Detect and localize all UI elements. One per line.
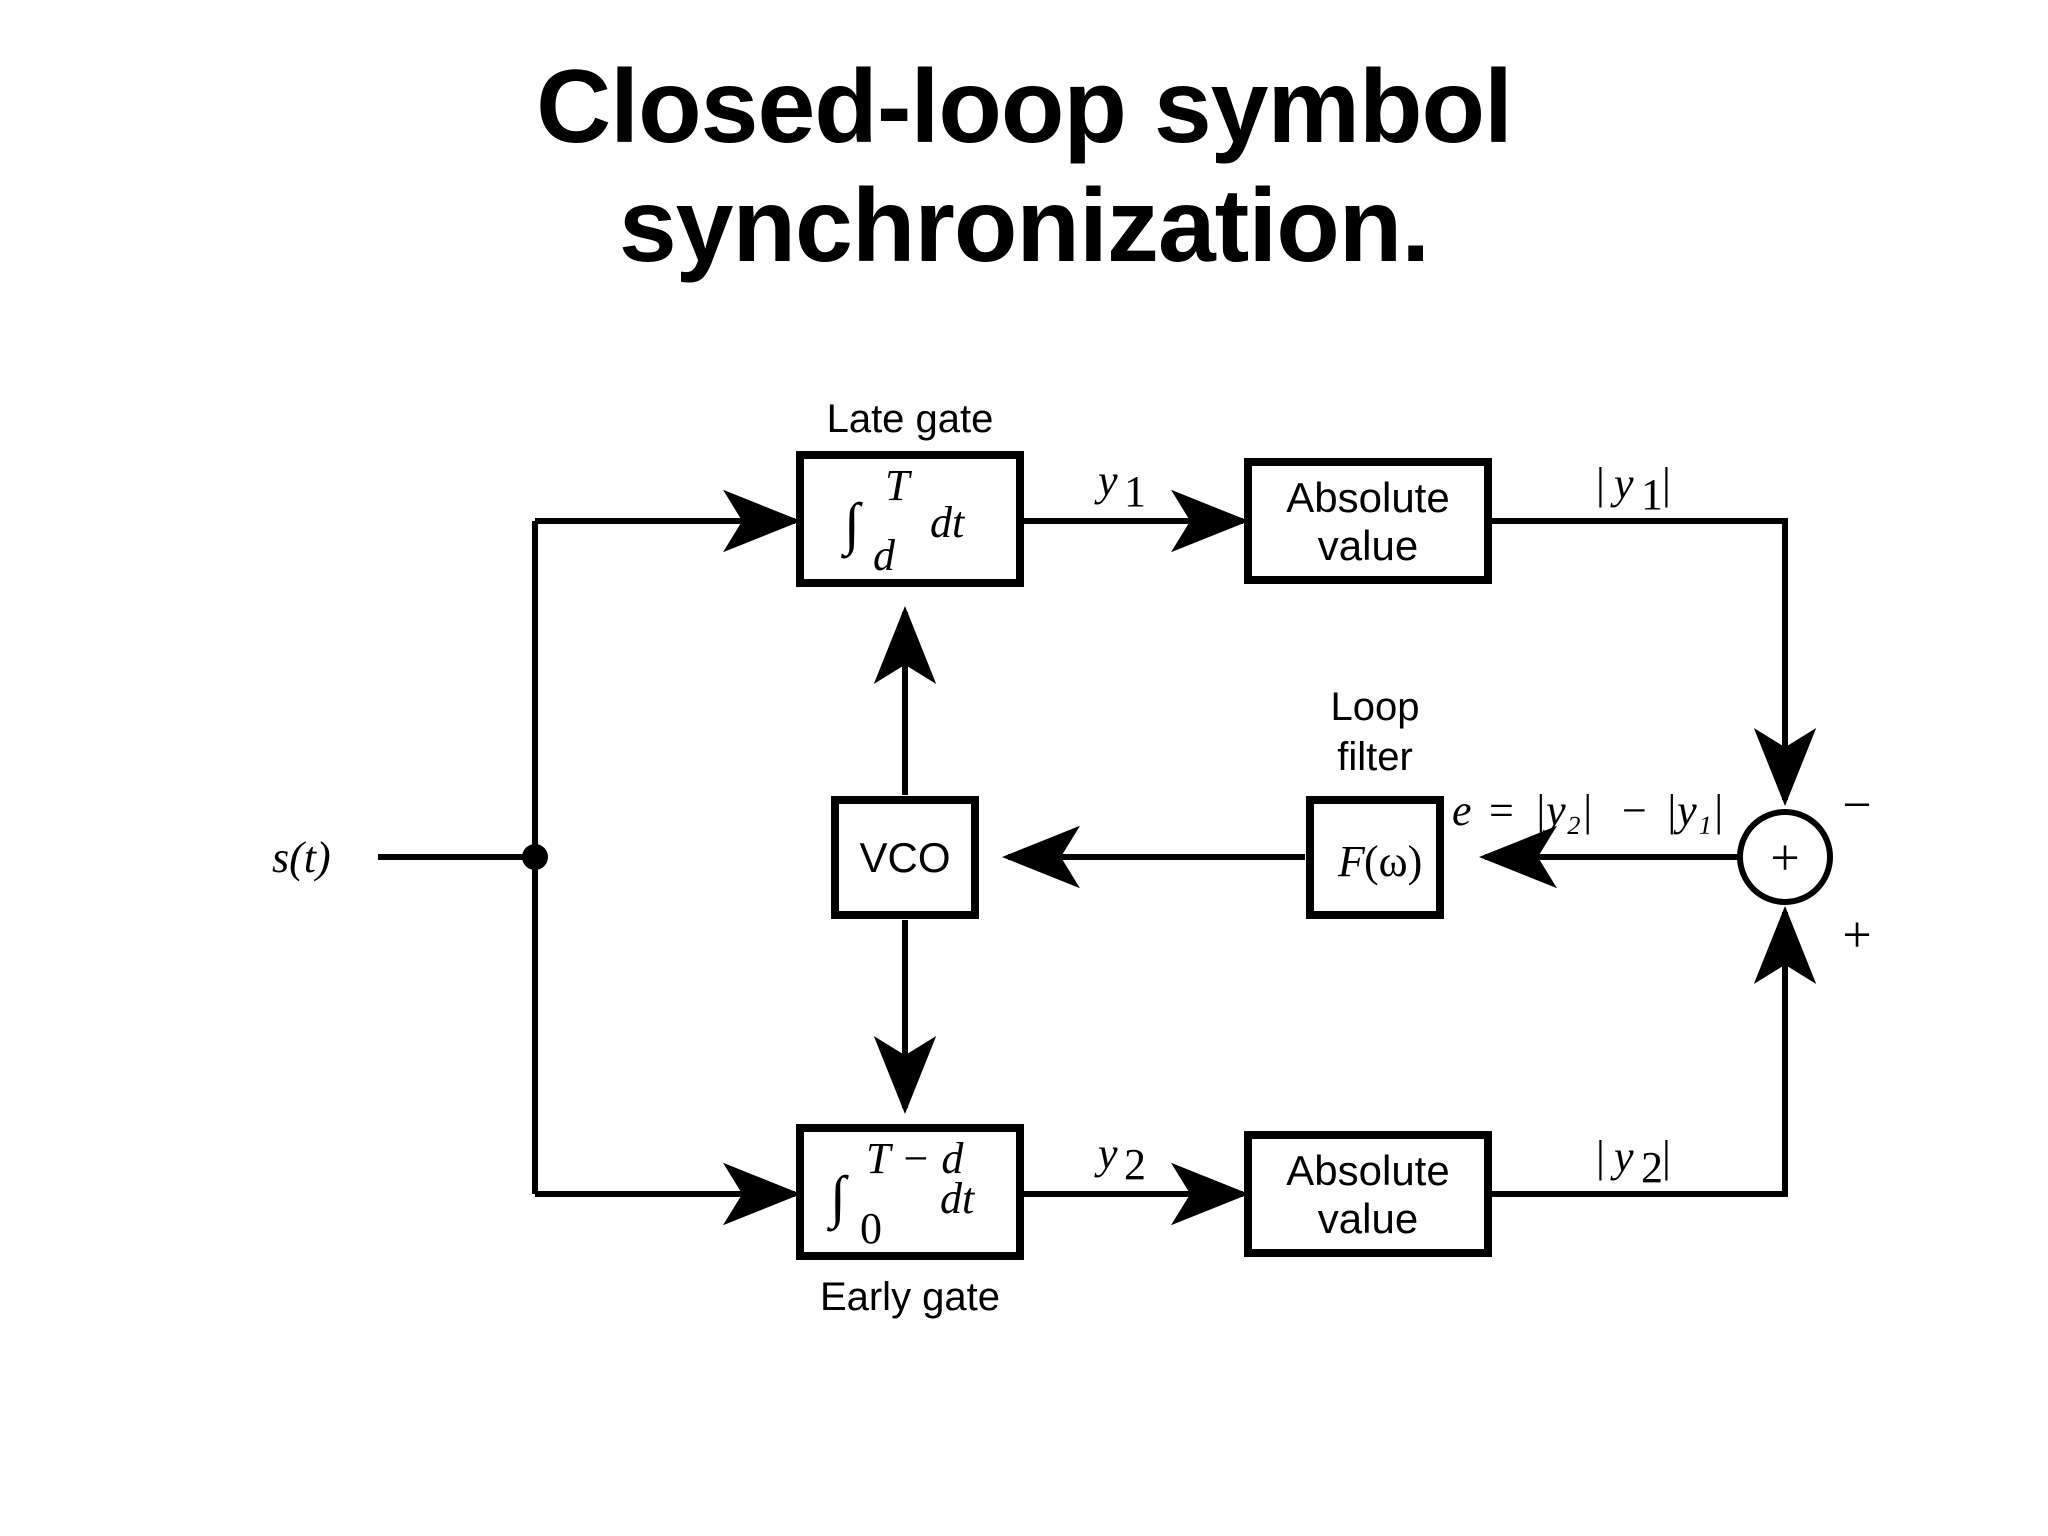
early-gate-integral-lower: 0 xyxy=(860,1204,882,1253)
loop-filter-label-fn: F xyxy=(1337,837,1366,886)
early-gate-caption: Early gate xyxy=(820,1275,1000,1319)
error-equation-e: e xyxy=(1452,786,1472,835)
signal-label-abs-y1: | y 1 | xyxy=(1596,459,1671,519)
vco-label: VCO xyxy=(859,834,950,881)
abs-y1-close-bar: | xyxy=(1662,459,1671,508)
block-early-gate-integrator[interactable] xyxy=(796,1124,1024,1260)
early-gate-integral-symbol: ∫ xyxy=(826,1164,849,1232)
wire-abs-y2-to-sum xyxy=(1490,906,1817,1197)
signal-label-y2-base: y xyxy=(1094,1129,1118,1178)
abs-y2-sub: 2 xyxy=(1641,1143,1663,1192)
early-gate-integral-body: dt xyxy=(940,1174,976,1223)
absolute-value-top-line2: value xyxy=(1318,522,1418,569)
block-absolute-value-top[interactable] xyxy=(1244,458,1492,584)
abs-y1-open-bar: | xyxy=(1596,459,1605,508)
summing-junction-center-sign: + xyxy=(1770,830,1799,887)
abs-y2-open-bar: | xyxy=(1596,1132,1605,1181)
late-gate-integral-symbol: ∫ xyxy=(840,491,863,559)
abs-y1-base: y xyxy=(1610,459,1634,508)
loop-filter-label-arg: (ω) xyxy=(1364,837,1422,886)
junction-dot-input xyxy=(522,844,548,870)
error-equation-term1: |y₂| xyxy=(1534,786,1593,835)
signal-label-abs-y2: | y 2 | xyxy=(1596,1132,1671,1192)
block-loop-filter[interactable] xyxy=(1306,796,1444,919)
block-late-gate-integrator[interactable] xyxy=(796,451,1024,587)
early-gate-integral-upper: T − d xyxy=(866,1134,964,1183)
error-equation-minus: − xyxy=(1622,786,1647,835)
summing-junction-plus-sign: + xyxy=(1842,907,1871,964)
late-gate-integral-upper: T xyxy=(885,461,913,510)
error-equation-equals: = xyxy=(1489,786,1514,835)
signal-label-y1-sub: 1 xyxy=(1124,467,1146,516)
abs-y1-sub: 1 xyxy=(1641,470,1663,519)
loop-filter-caption-line1: Loop xyxy=(1331,685,1420,729)
block-vco[interactable] xyxy=(831,796,979,919)
error-equation: e = |y₂| − |y₁| xyxy=(1452,786,1724,835)
signal-label-y2-sub: 2 xyxy=(1124,1140,1146,1189)
late-gate-integral-body: dt xyxy=(930,498,966,547)
absolute-value-bottom-line2: value xyxy=(1318,1195,1418,1242)
signal-label-y2: y 2 xyxy=(1094,1129,1146,1189)
block-absolute-value-bottom[interactable] xyxy=(1244,1131,1492,1257)
signal-label-y1-base: y xyxy=(1094,456,1118,505)
abs-y2-close-bar: | xyxy=(1662,1132,1671,1181)
page-title: Closed-loop symbol synchronization. xyxy=(536,49,1513,284)
late-gate-integral-lower: d xyxy=(873,531,896,580)
late-gate-caption: Late gate xyxy=(827,397,994,441)
loop-filter-caption-line2: filter xyxy=(1337,735,1413,779)
error-equation-term2: |y₁| xyxy=(1665,786,1724,835)
summing-junction[interactable] xyxy=(1737,809,1833,905)
absolute-value-top-line1: Absolute xyxy=(1286,474,1449,521)
absolute-value-bottom-line1: Absolute xyxy=(1286,1147,1449,1194)
abs-y2-base: y xyxy=(1610,1132,1634,1181)
summing-junction-minus-sign: − xyxy=(1842,777,1871,834)
wire-abs-y1-to-sum xyxy=(1490,518,1817,806)
input-signal-label: s(t) xyxy=(272,833,331,882)
signal-label-y1: y 1 xyxy=(1094,456,1146,516)
